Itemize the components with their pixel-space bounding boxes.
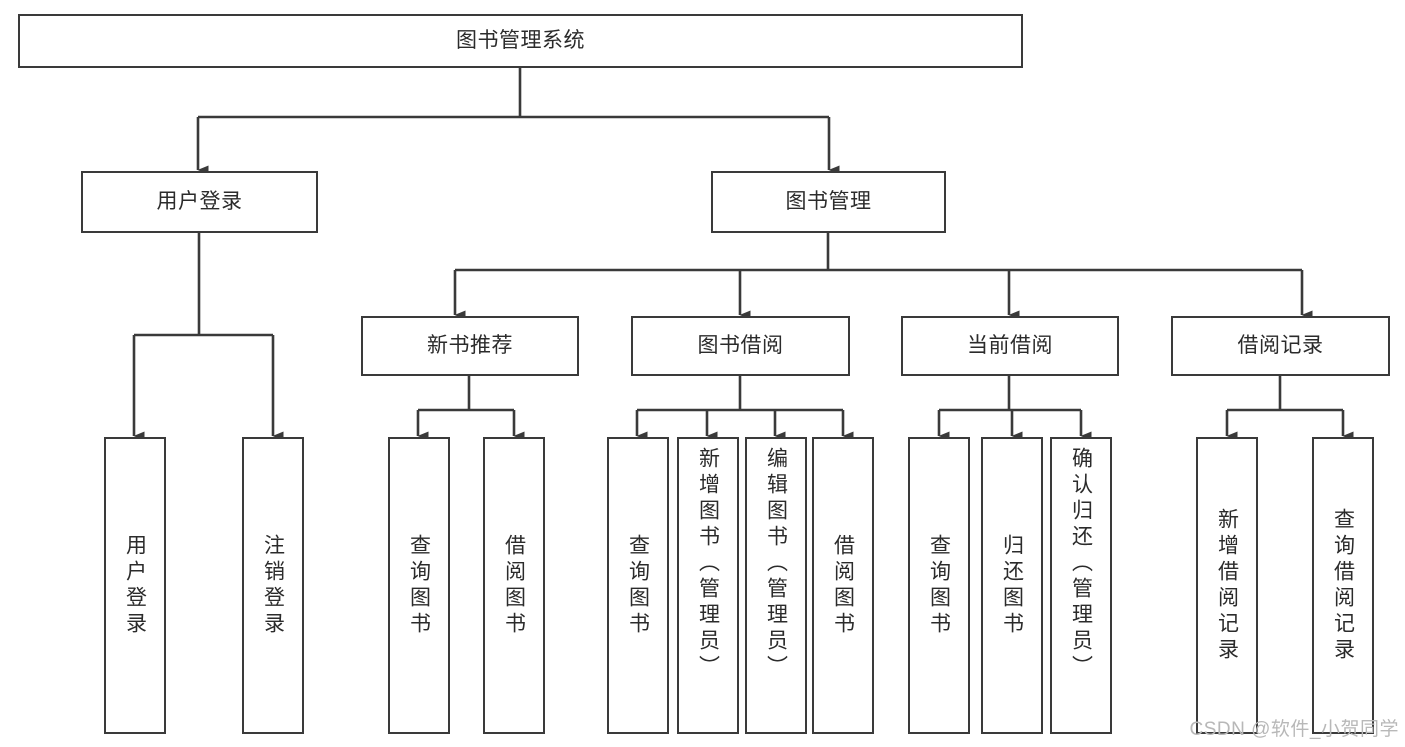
node-book-manage-label: 图书管理: [785, 190, 872, 214]
node-book-manage[interactable]: 图书管理: [711, 171, 946, 233]
leaf-borrow-add-book-label: 新增图书（管理员）: [696, 447, 720, 681]
leaf-borrow-borrow-book-inner: 借阅图书: [814, 439, 872, 732]
leaf-recommend-borrow-book-inner: 借阅图书: [485, 439, 543, 732]
node-borrow-record[interactable]: 借阅记录: [1171, 316, 1390, 376]
node-current-borrow-label: 当前借阅: [967, 334, 1053, 358]
leaf-borrow-query-book[interactable]: 查询图书: [607, 437, 669, 734]
leaf-user-logout-label: 注销登录: [261, 533, 285, 638]
leaf-user-logout-inner: 注销登录: [244, 439, 302, 732]
leaf-record-add-label: 新增借阅记录: [1215, 507, 1239, 664]
leaf-recommend-query-book[interactable]: 查询图书: [388, 437, 450, 734]
leaf-current-return-book-inner: 归还图书: [983, 439, 1041, 732]
leaf-record-query-label: 查询借阅记录: [1331, 507, 1355, 664]
leaf-record-add-inner: 新增借阅记录: [1198, 439, 1256, 732]
leaf-recommend-query-book-inner: 查询图书: [390, 439, 448, 732]
leaf-borrow-query-book-inner: 查询图书: [609, 439, 667, 732]
node-root-label: 图书管理系统: [456, 29, 585, 53]
leaf-borrow-edit-book[interactable]: 编辑图书（管理员）: [745, 437, 807, 734]
leaf-current-confirm-return-label: 确认归还（管理员）: [1069, 447, 1093, 681]
leaf-borrow-borrow-book[interactable]: 借阅图书: [812, 437, 874, 734]
leaf-recommend-borrow-book-label: 借阅图书: [502, 533, 526, 638]
leaf-record-query[interactable]: 查询借阅记录: [1312, 437, 1374, 734]
leaf-current-query-book[interactable]: 查询图书: [908, 437, 970, 734]
leaf-user-logout[interactable]: 注销登录: [242, 437, 304, 734]
node-book-borrow[interactable]: 图书借阅: [631, 316, 850, 376]
node-new-book-recommend-label: 新书推荐: [427, 334, 513, 358]
leaf-borrow-edit-book-label: 编辑图书（管理员）: [764, 447, 788, 681]
leaf-record-query-inner: 查询借阅记录: [1314, 439, 1372, 732]
leaf-borrow-add-book-inner: 新增图书（管理员）: [679, 439, 737, 732]
node-borrow-record-label: 借阅记录: [1237, 334, 1324, 358]
leaf-borrow-edit-book-inner: 编辑图书（管理员）: [747, 439, 805, 732]
leaf-current-confirm-return[interactable]: 确认归还（管理员）: [1050, 437, 1112, 734]
node-user-login-label: 用户登录: [156, 190, 243, 214]
node-new-book-recommend[interactable]: 新书推荐: [361, 316, 579, 376]
node-user-login[interactable]: 用户登录: [81, 171, 318, 233]
leaf-borrow-borrow-book-label: 借阅图书: [831, 533, 855, 638]
leaf-borrow-add-book[interactable]: 新增图书（管理员）: [677, 437, 739, 734]
leaf-record-add[interactable]: 新增借阅记录: [1196, 437, 1258, 734]
leaf-recommend-borrow-book[interactable]: 借阅图书: [483, 437, 545, 734]
leaf-user-login-do[interactable]: 用户登录: [104, 437, 166, 734]
leaf-current-query-book-label: 查询图书: [927, 533, 951, 638]
leaf-current-return-book[interactable]: 归还图书: [981, 437, 1043, 734]
leaf-current-query-book-inner: 查询图书: [910, 439, 968, 732]
node-root[interactable]: 图书管理系统: [18, 14, 1023, 68]
leaf-borrow-query-book-label: 查询图书: [626, 533, 650, 638]
node-book-borrow-label: 图书借阅: [697, 334, 784, 358]
node-current-borrow[interactable]: 当前借阅: [901, 316, 1119, 376]
leaf-user-login-do-inner: 用户登录: [106, 439, 164, 732]
leaf-current-confirm-return-inner: 确认归还（管理员）: [1052, 439, 1110, 732]
leaf-user-login-do-label: 用户登录: [123, 533, 147, 638]
leaf-current-return-book-label: 归还图书: [1000, 533, 1024, 638]
leaf-recommend-query-book-label: 查询图书: [407, 533, 431, 638]
